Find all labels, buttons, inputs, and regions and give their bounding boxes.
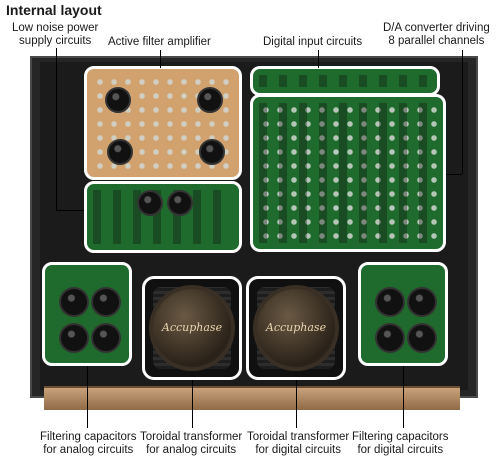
filter-capacitor: [59, 287, 89, 317]
digital-input-board: [250, 66, 440, 96]
brand-logo: Accuphase: [265, 321, 327, 334]
active-filter-board: [84, 66, 242, 180]
filter-capacitor: [407, 287, 437, 317]
label-low-noise-power: Low noise power supply circuits: [12, 22, 98, 48]
chip-row: [259, 103, 437, 243]
capacitor: [107, 139, 133, 165]
leader-line: [192, 380, 193, 428]
label-filter-digital-line1: Filtering capacitors: [352, 431, 449, 443]
filter-capacitor: [91, 287, 121, 317]
label-toroid-analog-line1: Toroidal transformer: [140, 431, 243, 443]
label-dac-line1: D/A converter driving: [383, 22, 490, 34]
analog-toroidal-transformer: Accuphase: [142, 276, 242, 380]
label-digital-input: Digital input circuits: [263, 36, 363, 48]
label-dac: D/A converter driving 8 parallel channel…: [383, 22, 490, 48]
capacitor: [105, 87, 131, 113]
label-toroid-digital: Toroidal transformer for digital circuit…: [247, 431, 349, 457]
power-supply-board: [84, 181, 242, 253]
label-filter-analog: Filtering capacitors for analog circuits: [40, 431, 137, 457]
filter-capacitor: [59, 323, 89, 353]
filter-capacitor: [91, 323, 121, 353]
label-toroid-analog: Toroidal transformer for analog circuits: [140, 431, 242, 457]
filter-capacitor: [375, 323, 405, 353]
label-active-filter: Active filter amplifier: [108, 36, 211, 48]
toroid-icon: Accuphase: [253, 285, 339, 371]
page-title: Internal layout: [6, 2, 102, 18]
label-low-noise-power-line1: Low noise power: [12, 22, 99, 34]
leader-line: [296, 380, 297, 428]
capacitor: [137, 190, 163, 216]
leader-line: [56, 48, 57, 210]
leader-line: [318, 50, 319, 68]
brand-logo: Accuphase: [161, 321, 223, 334]
leader-line: [56, 210, 84, 211]
label-toroid-analog-line2: for analog circuits: [146, 444, 237, 456]
capacitor: [197, 87, 223, 113]
leader-line: [403, 366, 404, 428]
label-toroid-digital-line2: for digital circuits: [255, 444, 341, 456]
analog-filter-capacitors-board: [42, 262, 132, 366]
leader-line: [87, 366, 88, 428]
label-filter-analog-line1: Filtering capacitors: [40, 431, 137, 443]
front-panel: [44, 386, 460, 410]
label-dac-line2: 8 parallel channels: [388, 35, 485, 47]
label-filter-digital: Filtering capacitors for digital circuit…: [352, 431, 449, 457]
leader-line: [446, 174, 462, 175]
leader-line: [462, 50, 463, 174]
label-toroid-digital-line1: Toroidal transformer: [247, 431, 350, 443]
digital-toroidal-transformer: Accuphase: [246, 276, 346, 380]
capacitor: [167, 190, 193, 216]
filter-capacitor: [407, 323, 437, 353]
component-grid: [259, 103, 437, 243]
label-low-noise-power-line2: supply circuits: [19, 35, 92, 47]
regulator-row: [93, 190, 233, 244]
capacitor: [199, 139, 225, 165]
digital-filter-capacitors-board: [358, 262, 448, 366]
label-filter-digital-line2: for digital circuits: [357, 444, 444, 456]
dac-board: [250, 94, 446, 252]
toroid-icon: Accuphase: [149, 285, 235, 371]
leader-line: [160, 50, 161, 68]
chip-row: [259, 75, 431, 87]
label-filter-analog-line2: for analog circuits: [43, 444, 134, 456]
filter-capacitor: [375, 287, 405, 317]
